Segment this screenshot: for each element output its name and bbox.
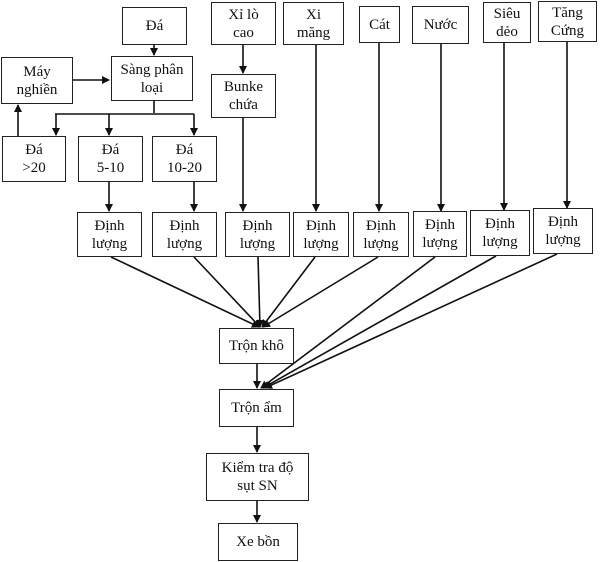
node-nuoc: Nước [412, 6, 469, 44]
node-bunke-chua: Bunke chứa [211, 74, 276, 118]
node-dinh-luong-da-10-20: Định lượng [152, 212, 217, 257]
node-xi-lo-cao: Xỉ lò cao [211, 2, 276, 45]
node-may-nghien: Máy nghiền [1, 57, 73, 104]
node-tron-am: Trộn ẩm [219, 389, 294, 427]
node-tron-kho: Trộn khô [219, 328, 294, 364]
node-sieu-deo: Siêu dẻo [483, 2, 531, 43]
node-da-10-20: Đá 10-20 [152, 136, 217, 182]
node-cat: Cát [359, 6, 400, 43]
arrow-dl3-to-tronkho [255, 256, 264, 328]
node-xe-bon: Xe bồn [218, 523, 298, 561]
node-dinh-luong-tang-cung: Định lượng [533, 208, 593, 254]
node-dinh-luong-sieu-deo: Định lượng [470, 210, 530, 256]
arrow-dl5-to-tronkho [262, 256, 379, 328]
node-tang-cung: Tăng Cứng [538, 1, 597, 42]
node-da: Đá [122, 7, 187, 45]
node-dinh-luong-nuoc: Định lượng [413, 211, 467, 257]
arrow-dl1-to-tronkho [110, 256, 260, 328]
node-kiem-tra-do-sut: Kiểm tra độ sụt SN [206, 453, 309, 501]
arrow-dl7-to-tronam [262, 255, 497, 389]
arrow-dl4-to-tronkho [261, 256, 316, 328]
node-dinh-luong-xi-lo-cao: Định lượng [225, 212, 290, 257]
node-da-gt20: Đá >20 [2, 136, 66, 182]
arrow-dl8-to-tronam [264, 253, 558, 389]
node-dinh-luong-da-5-10: Định lượng [77, 212, 142, 257]
node-dinh-luong-xi-mang: Định lượng [293, 212, 349, 257]
arrow-dl2-to-tronkho [193, 256, 261, 328]
node-dinh-luong-cat: Định lượng [353, 212, 409, 257]
node-sang-phan-loai: Sàng phân loại [111, 56, 193, 101]
node-da-5-10: Đá 5-10 [78, 136, 143, 182]
arrow-dl6-to-tronam [260, 256, 436, 389]
node-xi-mang: Xi măng [283, 2, 344, 45]
